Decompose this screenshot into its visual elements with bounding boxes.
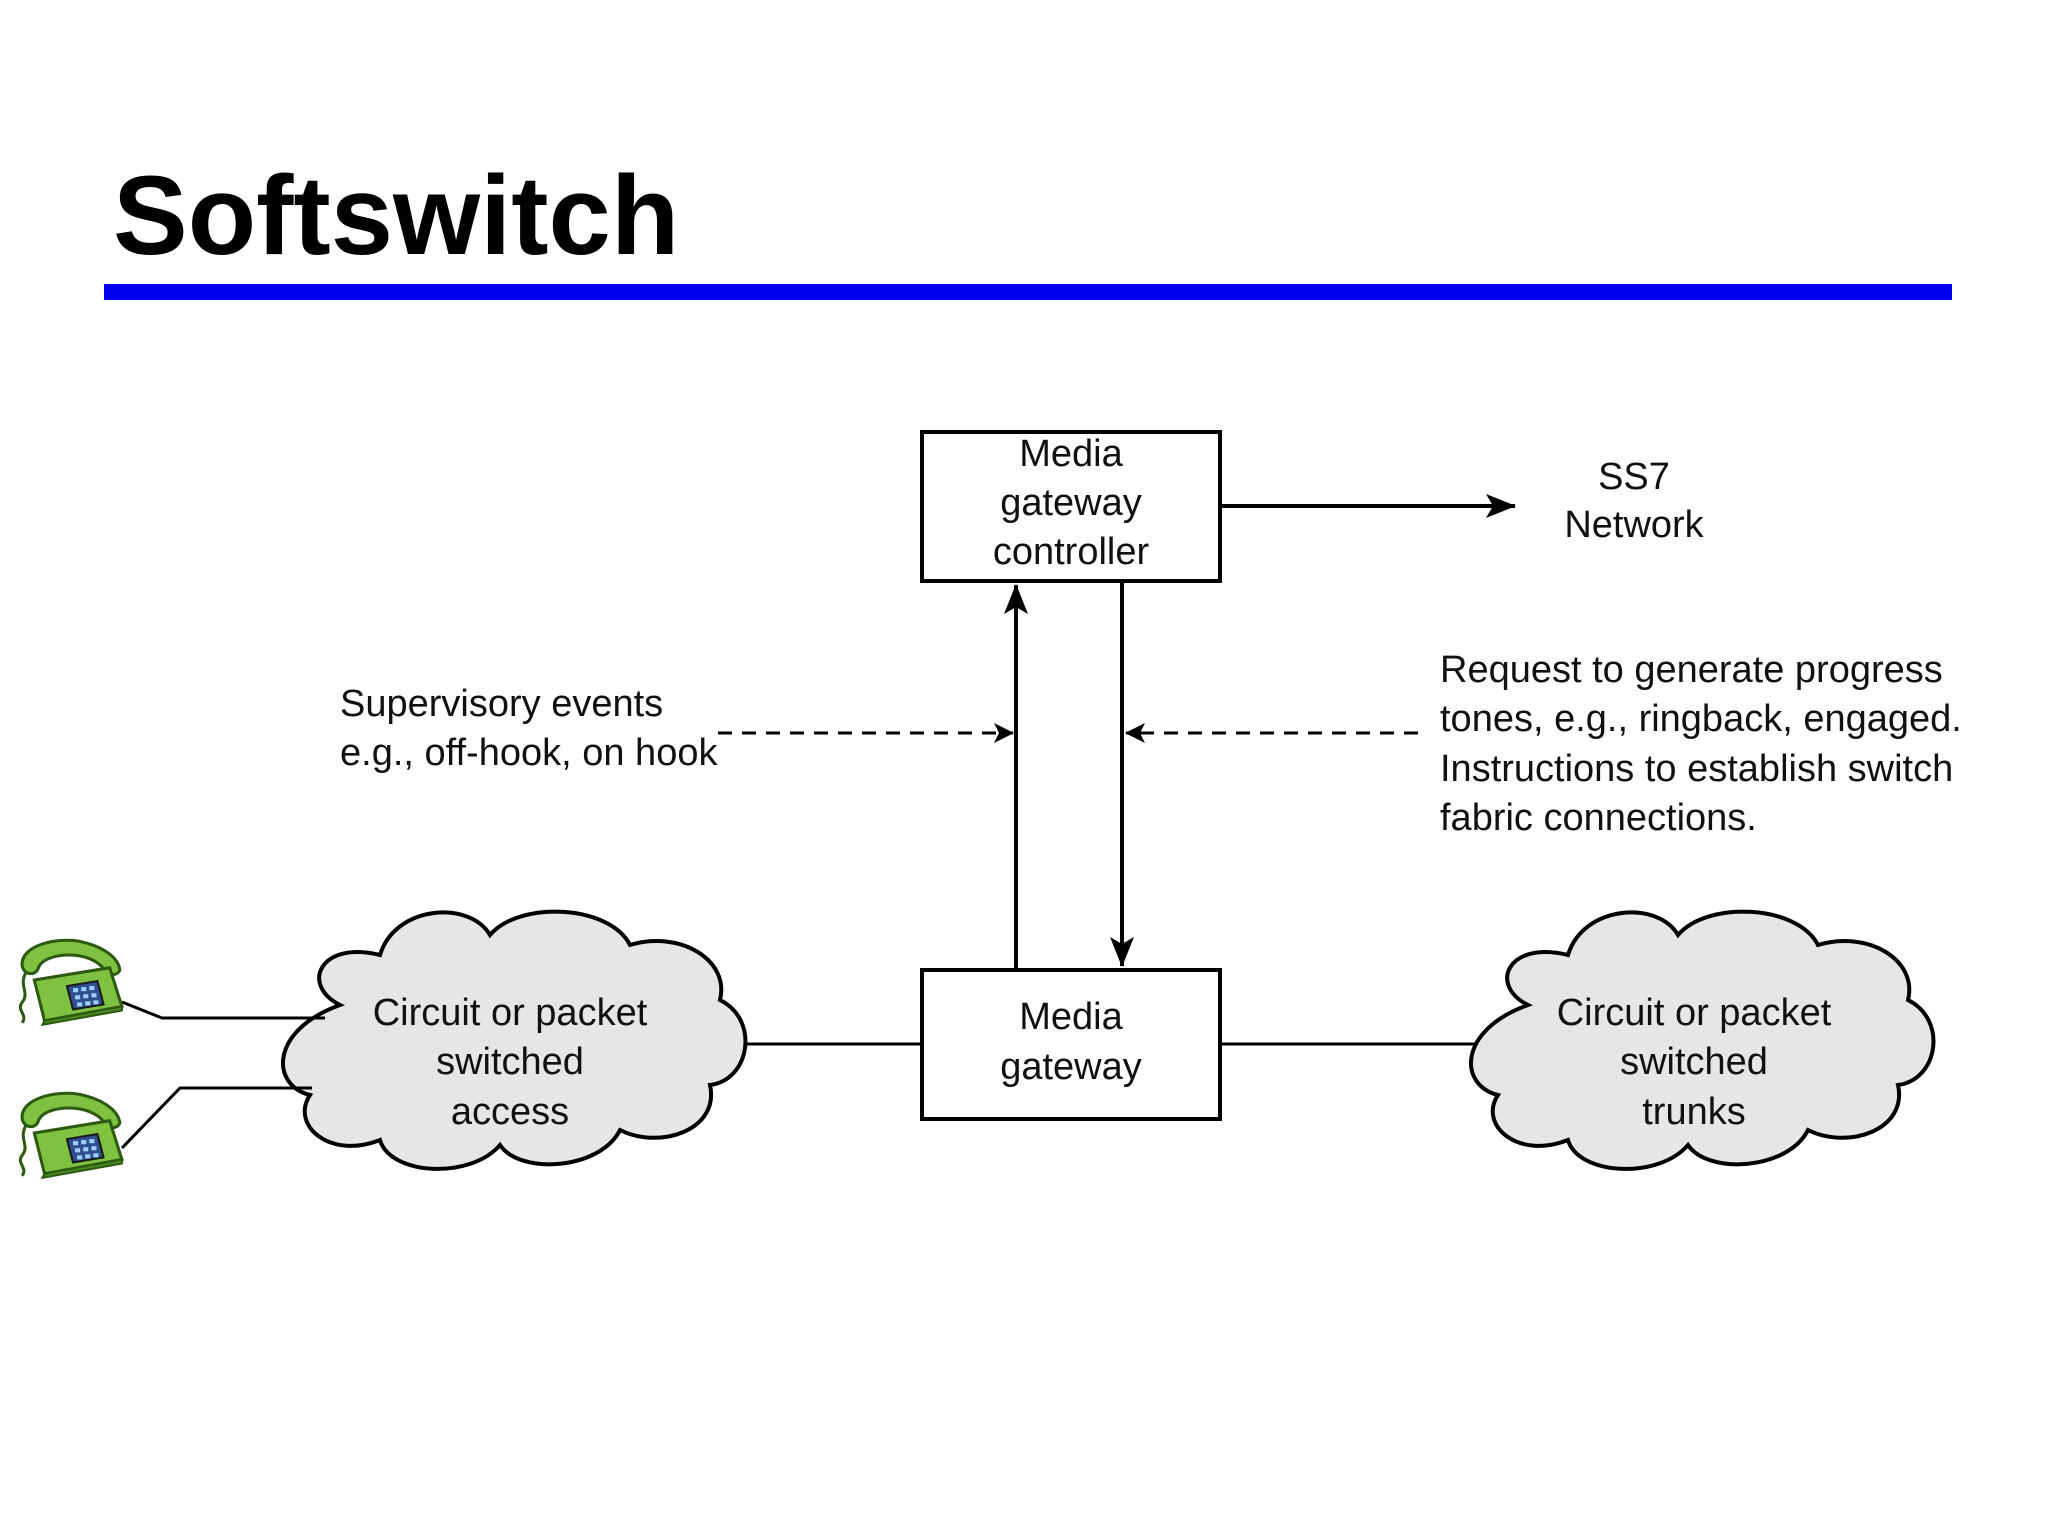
request-line-3: Instructions to establish switch: [1440, 748, 1953, 790]
request-annotation: Request to generate progress tones, e.g.…: [1440, 649, 1962, 839]
title-underline: [104, 284, 1952, 300]
supervisory-events-annotation: Supervisory events e.g., off-hook, on ho…: [340, 683, 718, 774]
request-line-1: Request to generate progress: [1440, 649, 1943, 691]
request-line-4: fabric connections.: [1440, 797, 1757, 839]
telephone-icon: [18, 1091, 124, 1180]
supervisory-line-2: e.g., off-hook, on hook: [340, 732, 718, 774]
phone-1-wire: [121, 1000, 325, 1020]
trunks-cloud-line-2: switched: [1620, 1041, 1768, 1083]
access-cloud-line-2: switched: [436, 1041, 584, 1083]
request-line-2: tones, e.g., ringback, engaged.: [1440, 698, 1962, 740]
phone-2-wire: [120, 1086, 312, 1150]
media-gateway-box: Media gateway: [920, 968, 1222, 1121]
mg-label-line-1: Media: [1019, 996, 1123, 1038]
mg-label-line-2: gateway: [1000, 1046, 1142, 1088]
access-cloud-line-1: Circuit or packet: [373, 992, 648, 1034]
page-title: Softswitch: [113, 153, 680, 278]
media-gateway-controller-box: Media gateway controller: [920, 430, 1222, 583]
ss7-label-line-1: SS7: [1598, 456, 1670, 498]
trunks-cloud-line-3: trunks: [1642, 1091, 1745, 1133]
mgc-label-line-1: Media: [1019, 433, 1123, 475]
ss7-label-line-2: Network: [1564, 504, 1704, 546]
supervisory-line-1: Supervisory events: [340, 683, 663, 725]
trunks-cloud: Circuit or packet switched trunks: [1468, 909, 1936, 1171]
access-cloud-line-3: access: [451, 1091, 569, 1133]
mgc-label-line-3: controller: [993, 531, 1150, 573]
telephone-icon: [18, 938, 124, 1027]
access-cloud: Circuit or packet switched access: [280, 909, 748, 1171]
mgc-label-line-2: gateway: [1000, 482, 1142, 524]
trunks-cloud-line-1: Circuit or packet: [1557, 992, 1832, 1034]
